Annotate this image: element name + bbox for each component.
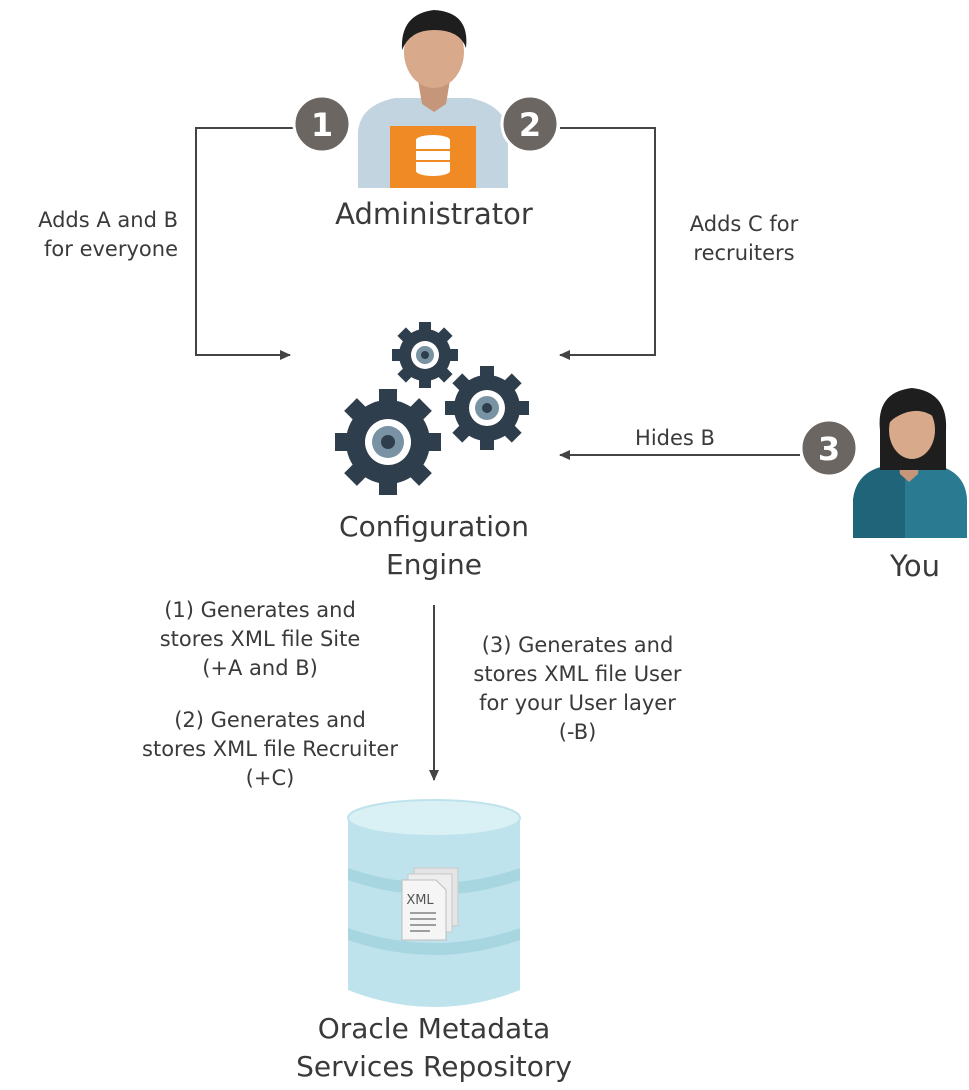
you-face: [889, 401, 935, 459]
you-icon: [853, 388, 967, 538]
repository-top: [347, 799, 521, 837]
engine-label: Configuration Engine: [284, 508, 584, 584]
you-shirt-shade: [853, 466, 905, 538]
repository-icon: XML: [347, 799, 521, 1007]
edge-label-step-1-line-1: (1) Generates and: [164, 598, 356, 622]
connector-admin-left: [195, 127, 300, 360]
step-badge-2-label: 2: [519, 106, 541, 144]
edge-label-step-3-line-3: for your User layer: [479, 691, 676, 715]
gear-small-icon: [392, 322, 458, 388]
administrator-label: Administrator: [335, 197, 533, 231]
edge-label-step-1: (1) Generates and stores XML file Site (…: [110, 596, 410, 683]
admin-hair: [401, 10, 467, 50]
step-badge-2: 2: [500, 94, 560, 154]
edge-label-step-2-line-3: (+C): [245, 766, 295, 790]
database-icon: [416, 135, 450, 176]
step-badge-3: 3: [799, 418, 859, 478]
edge-label-step-2-line-1: (2) Generates and: [174, 708, 366, 732]
engine-label-line-2: Engine: [386, 548, 482, 581]
gears-icon: [335, 322, 529, 495]
edge-label-admin-left: Adds A and B for everyone: [0, 206, 178, 264]
gear-large-icon: [335, 389, 441, 495]
edge-label-admin-left-line-1: Adds A and B: [38, 208, 178, 232]
admin-neck: [418, 80, 450, 112]
step-badge-1: 1: [292, 94, 352, 154]
repository-label: Oracle Metadata Services Repository: [234, 1010, 634, 1086]
edge-label-step-1-line-3: (+A and B): [202, 656, 318, 680]
edge-label-you-engine: Hides B: [635, 426, 715, 450]
edge-label-admin-left-line-2: for everyone: [44, 237, 178, 261]
edge-label-step-3-line-2: stores XML file User: [473, 662, 682, 686]
edge-label-admin-right-line-1: Adds C for: [689, 212, 799, 236]
administrator-icon: [358, 10, 508, 188]
you-label: You: [890, 549, 940, 583]
xml-document-icon: XML: [401, 867, 459, 941]
step-badge-1-label: 1: [311, 106, 333, 144]
edge-label-step-3: (3) Generates and stores XML file User f…: [445, 631, 710, 747]
edge-label-step-1-line-2: stores XML file Site: [159, 627, 361, 651]
connector-admin-right: [559, 127, 656, 360]
edge-label-admin-right-line-2: recruiters: [693, 241, 795, 265]
step-badge-3-label: 3: [818, 430, 840, 468]
repository-label-line-2: Services Repository: [296, 1050, 572, 1083]
edge-label-step-3-line-4: (-B): [558, 720, 597, 744]
edge-label-admin-right: Adds C for recruiters: [664, 210, 824, 268]
you-hair-front: [885, 396, 939, 428]
edge-label-step-2: (2) Generates and stores XML file Recrui…: [100, 706, 440, 793]
repository-band-2: [348, 928, 520, 955]
admin-face: [404, 16, 464, 88]
edge-label-step-2-line-2: stores XML file Recruiter: [142, 737, 398, 761]
repository-band-1: [348, 868, 520, 895]
gear-right-icon: [445, 366, 529, 450]
edge-label-step-3-line-1: (3) Generates and: [481, 633, 674, 657]
engine-label-line-1: Configuration: [339, 510, 529, 543]
repository-label-line-1: Oracle Metadata: [317, 1012, 551, 1045]
xml-document-label: XML: [406, 893, 434, 908]
